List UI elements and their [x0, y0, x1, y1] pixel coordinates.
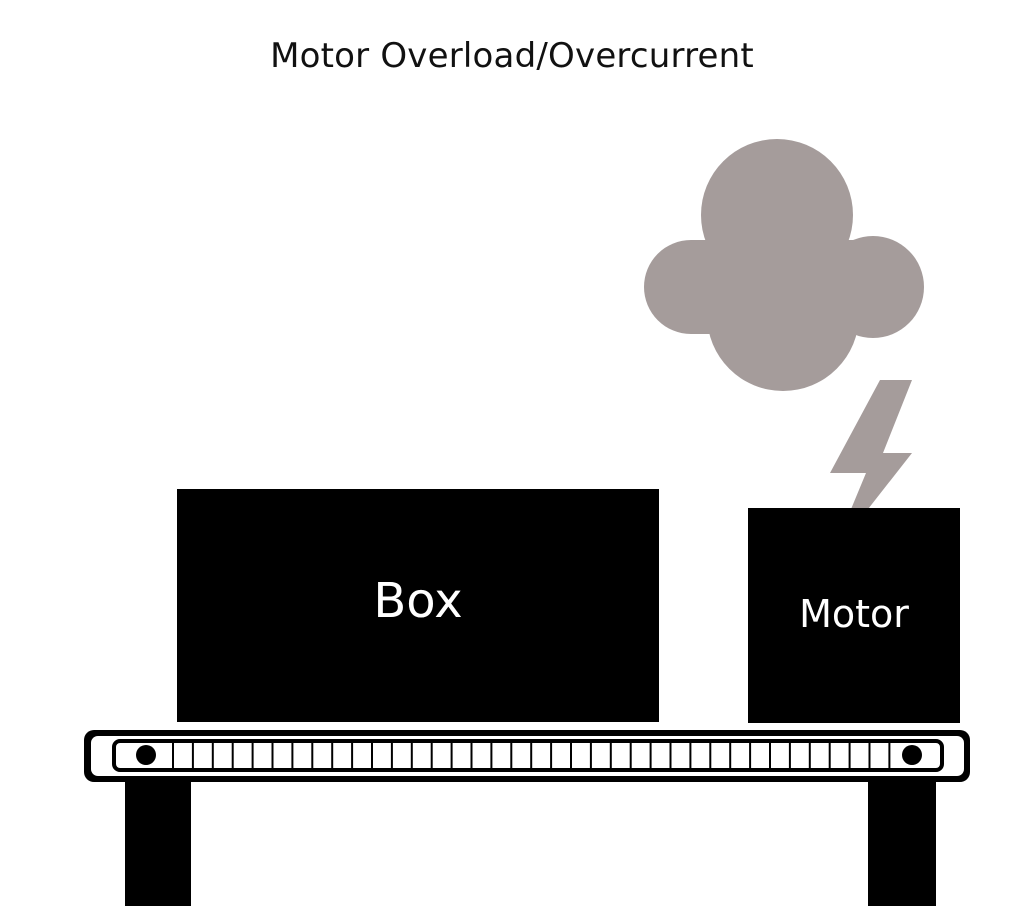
box-label: Box — [373, 573, 463, 629]
box-object: Box — [177, 489, 659, 722]
smoke-cloud-icon — [644, 139, 924, 391]
conveyor-leg-left — [125, 782, 191, 906]
roller-right-icon — [902, 745, 922, 765]
motor-object: Motor — [748, 508, 960, 723]
roller-left-icon — [136, 745, 156, 765]
conveyor-belt — [112, 739, 944, 772]
conveyor-leg-right — [868, 782, 936, 906]
diagram-title: Motor Overload/Overcurrent — [270, 36, 754, 76]
motor-label: Motor — [799, 592, 909, 636]
conveyor-slats — [172, 743, 891, 768]
